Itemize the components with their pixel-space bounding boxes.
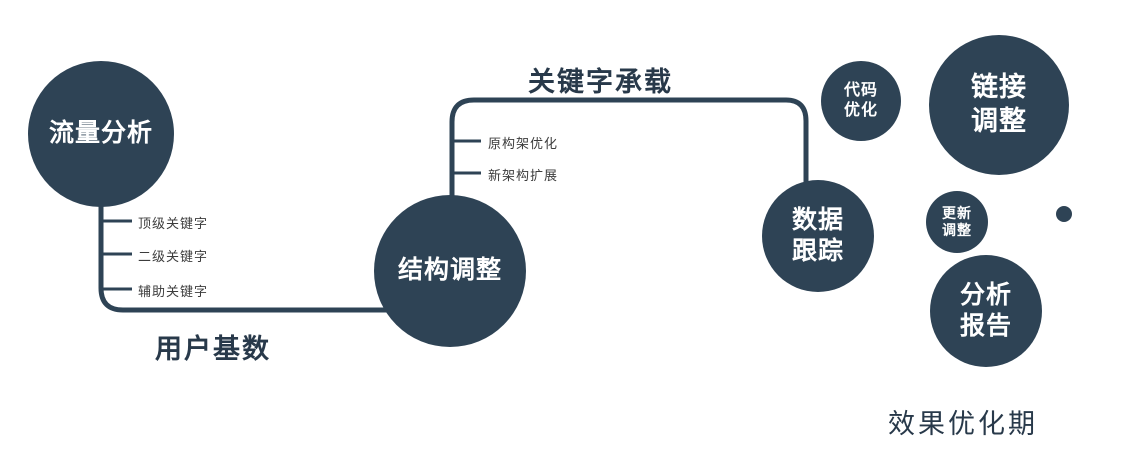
connector-left-ticks xyxy=(101,219,132,291)
branch-new-architecture: 新架构扩展 xyxy=(488,168,559,183)
branch-second-keywords: 二级关键字 xyxy=(138,249,209,264)
node-update-adjustment: 更新 调整 xyxy=(926,191,988,253)
node-structure-adjustment: 结构调整 xyxy=(374,195,526,347)
label-user-base: 用户基数 xyxy=(155,334,271,364)
label-keyword-bearing: 关键字承载 xyxy=(528,67,673,97)
branch-auxiliary-keywords: 辅助关键字 xyxy=(138,284,209,299)
connector-right-path xyxy=(449,97,809,198)
node-analysis-report: 分析 报告 xyxy=(930,255,1042,367)
small-dot xyxy=(1056,206,1072,222)
node-code-optimization: 代码 优化 xyxy=(821,61,901,141)
node-traffic-analysis: 流量分析 xyxy=(28,61,174,207)
branch-top-keywords: 顶级关键字 xyxy=(138,216,209,231)
branch-original-architecture: 原构架优化 xyxy=(488,136,559,151)
label-effect-period: 效果优化期 xyxy=(888,409,1038,439)
connector-right-ticks xyxy=(452,139,481,175)
node-data-tracking: 数据 跟踪 xyxy=(762,180,874,292)
node-link-adjustment: 链接 调整 xyxy=(929,35,1069,175)
